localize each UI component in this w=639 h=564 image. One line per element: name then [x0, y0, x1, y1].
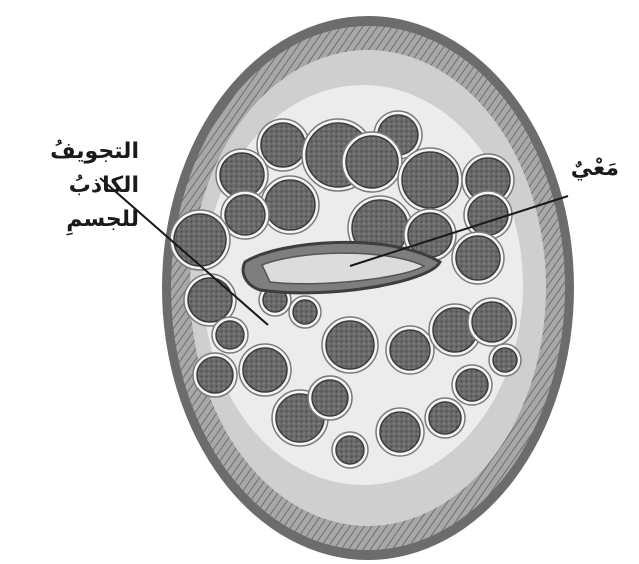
egg-section: [243, 348, 287, 392]
egg-section: [312, 380, 348, 416]
egg-section: [225, 195, 265, 235]
pseudocoelom-label-line-1: التجويفُ: [50, 135, 139, 169]
egg-section: [336, 436, 364, 464]
egg-section: [456, 236, 500, 280]
intestine-label: مَعْيٌ: [571, 152, 619, 186]
pseudocoelom-label: التجويفُ الكاذبُ للجسمِ: [50, 135, 139, 237]
egg-section: [188, 278, 232, 322]
egg-section: [261, 123, 305, 167]
egg-section: [390, 330, 430, 370]
egg-section: [293, 300, 317, 324]
egg-section: [429, 402, 461, 434]
pseudocoelom-label-line-2: الكاذبُ: [50, 169, 139, 203]
egg-section: [265, 180, 315, 230]
egg-section: [174, 214, 226, 266]
egg-section: [216, 321, 244, 349]
egg-section: [197, 357, 233, 393]
egg-section: [472, 302, 512, 342]
egg-section: [220, 153, 264, 197]
egg-section: [346, 136, 398, 188]
egg-section: [468, 195, 508, 235]
egg-section: [456, 369, 488, 401]
egg-section: [493, 348, 517, 372]
egg-section: [326, 321, 374, 369]
egg-section: [402, 152, 458, 208]
pseudocoelom-label-line-3: للجسمِ: [50, 203, 139, 237]
egg-section: [380, 412, 420, 452]
